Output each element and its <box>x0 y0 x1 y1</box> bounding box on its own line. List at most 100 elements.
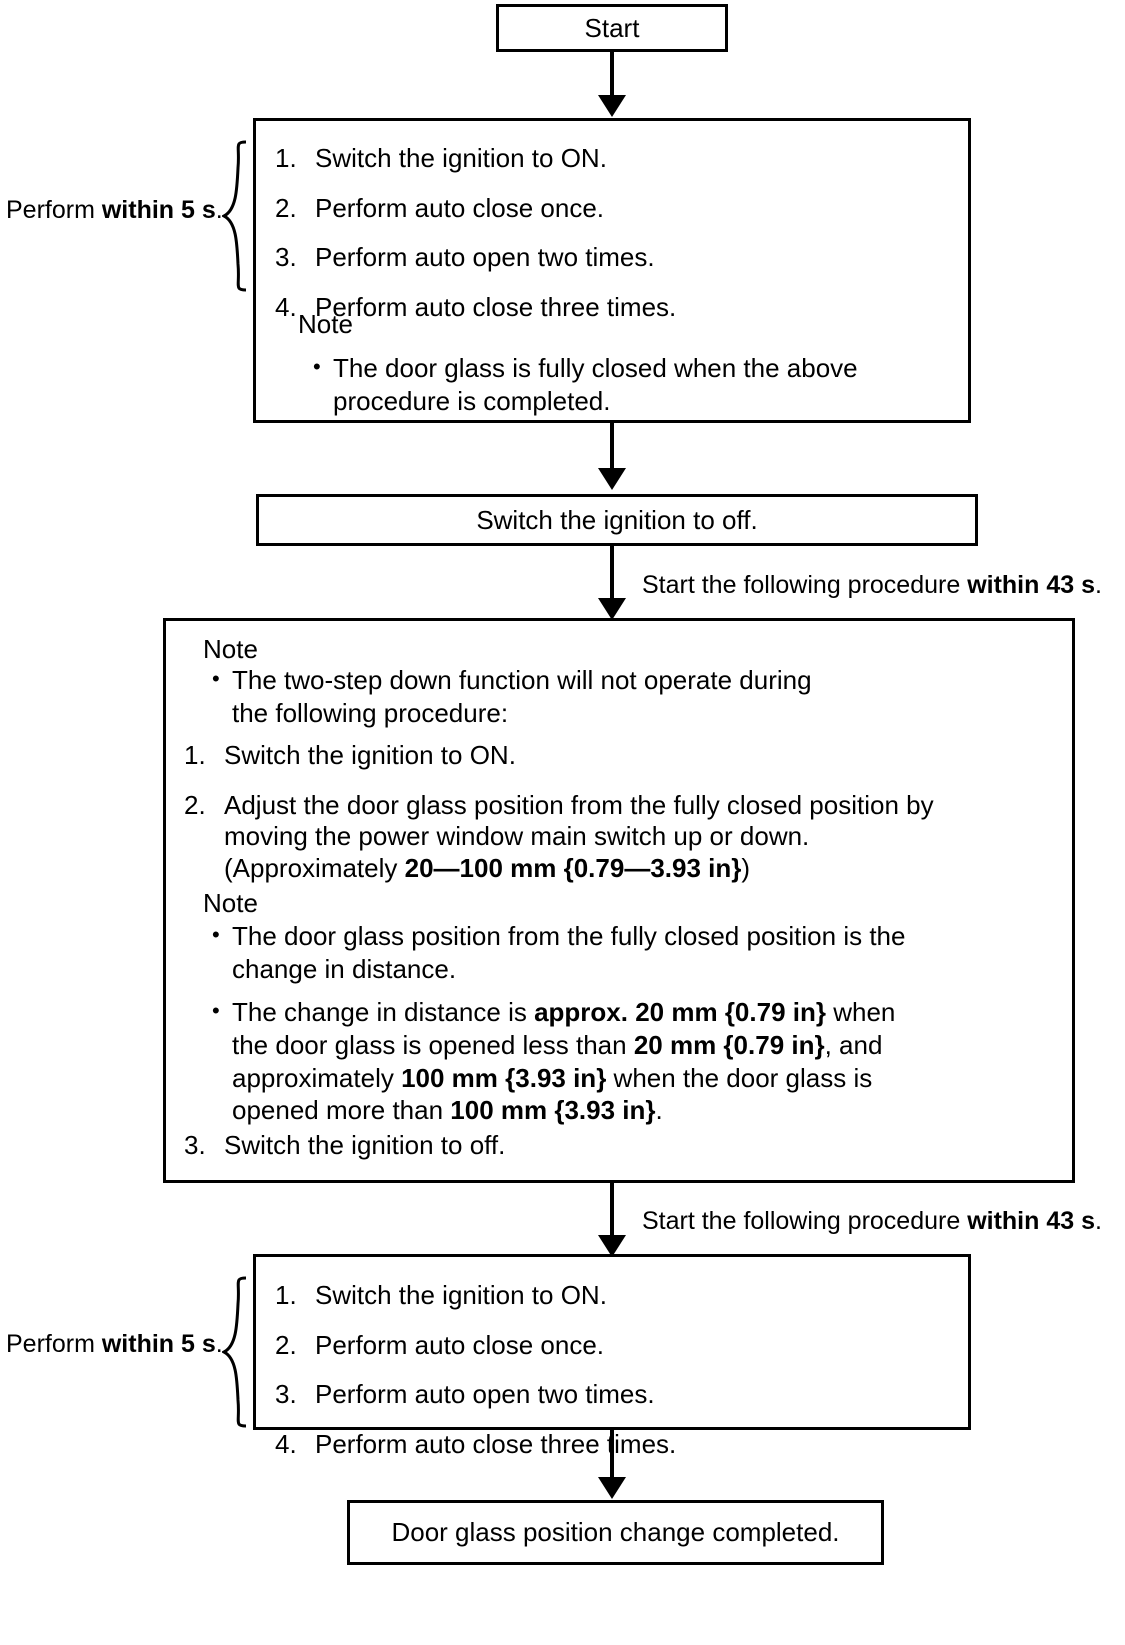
list-item-text-block: Adjust the door glass position from the … <box>224 790 984 885</box>
list-item: 2. Perform auto close once. <box>275 1330 945 1362</box>
step1-note-bullet-text: The door glass is fully closed when the … <box>333 353 858 416</box>
step1-list: 1. Switch the ignition to ON. 2. Perform… <box>275 143 945 342</box>
change-dist-p3: , and approximately <box>232 1029 883 1093</box>
end-box-label: Door glass position change completed. <box>391 1517 840 1547</box>
approx-prefix: (Approximately <box>224 853 405 884</box>
step3-note-heading-top: Note <box>203 634 258 664</box>
list-item: 3. Perform auto open two times. <box>275 1379 945 1411</box>
step2-box-label: Switch the ignition to off. <box>476 504 758 535</box>
list-item-number: 3. <box>184 1130 206 1160</box>
change-dist-p4: when the door glass is opened more than <box>232 1062 873 1126</box>
step1-side-label-prefix: Perform <box>6 196 102 224</box>
connector2-label-suffix: . <box>1095 1207 1102 1235</box>
bullet-dot-icon: • <box>212 998 220 1023</box>
connector2-label-bold: within 43 s <box>967 1207 1095 1235</box>
step3-note-bullet-a: • The door glass position from the fully… <box>212 920 932 986</box>
list-item: 4. Perform auto close three times. <box>275 1429 945 1461</box>
step3-box <box>163 618 1075 1183</box>
arrow-head-step3-to-step4 <box>598 1235 626 1257</box>
list-item-number: 1. <box>275 1280 297 1310</box>
list-item-text: Perform auto open two times. <box>315 242 655 273</box>
list-item-number: 3. <box>275 242 297 273</box>
connector1-label: Start the following procedure within 43 … <box>642 571 1102 600</box>
change-dist-p2: when the door glass is opened less than <box>232 997 896 1060</box>
start-box-label: Start <box>584 12 640 43</box>
change-dist-p5: . <box>655 1095 663 1126</box>
list-item-number: 2. <box>275 1329 297 1360</box>
connector-line-step1-to-step2 <box>610 423 614 475</box>
step3-list: 1. Switch the ignition to ON. 2. Adjust … <box>184 740 984 903</box>
list-item: 2. Adjust the door glass position from t… <box>184 790 984 885</box>
connector2-label: Start the following procedure within 43 … <box>642 1207 1102 1236</box>
step4-side-label: Perform within 5 s. <box>6 1330 223 1359</box>
step3-note-bullet-a-text: The door glass position from the fully c… <box>232 921 906 984</box>
bullet-dot-icon: • <box>212 666 220 691</box>
step4-list: 1. Switch the ignition to ON. 2. Perform… <box>275 1280 945 1479</box>
step1-note-heading: Note <box>298 309 353 339</box>
step3-note-bullet-top-text: The two-step down function will not oper… <box>232 665 812 728</box>
connector1-label-suffix: . <box>1095 571 1102 599</box>
list-item: 2. Perform auto close once. <box>275 193 945 225</box>
change-dist-b2: 20 mm {0.79 in} <box>633 1029 825 1060</box>
arrow-head-step4-to-end <box>598 1477 626 1499</box>
step1-brace <box>222 140 250 292</box>
change-dist-b3: 100 mm {3.93 in} <box>401 1062 607 1093</box>
approx-range-bold: 20—100 mm {0.79—3.93 in} <box>404 853 742 884</box>
bullet-dot-icon: • <box>212 922 220 947</box>
list-item-text: Perform auto close once. <box>315 1329 605 1360</box>
step1-box <box>253 118 971 423</box>
list-item-text: Switch the ignition to ON. <box>315 143 607 173</box>
connector-line-step2-to-step3 <box>610 546 614 608</box>
step3-note-bullet-b: • The change in distance is approx. 20 m… <box>212 996 928 1127</box>
change-dist-p1: The change in distance is <box>232 997 535 1027</box>
step2-box: Switch the ignition to off. <box>256 494 978 546</box>
list-item-text: Perform auto close once. <box>315 192 605 223</box>
step1-side-label-suffix: . <box>215 196 223 224</box>
step3-note-heading-mid: Note <box>203 888 258 918</box>
list-item-number: 4. <box>275 1429 297 1460</box>
end-box: Door glass position change completed. <box>347 1500 884 1565</box>
list-item-text-line1: Adjust the door glass position from the … <box>224 789 934 820</box>
list-item-number: 2. <box>275 192 297 223</box>
connector2-label-prefix: Start the following procedure <box>642 1207 968 1235</box>
connector-line-start-to-step1 <box>610 52 614 102</box>
step3-note-bullet-b-text: The change in distance is approx. 20 mm … <box>232 996 928 1127</box>
connector-line-step4-to-end <box>610 1430 614 1484</box>
connector-line-step3-to-step4 <box>610 1183 614 1245</box>
connector1-label-prefix: Start the following procedure <box>642 571 968 599</box>
start-box: Start <box>496 4 728 52</box>
list-item-number: 2. <box>184 789 206 820</box>
bullet-dot-icon: • <box>313 354 321 379</box>
list-item: 1. Switch the ignition to ON. <box>275 1280 945 1312</box>
list-item-text: Perform auto close three times. <box>315 1429 677 1460</box>
list-item: 3. Perform auto open two times. <box>275 242 945 274</box>
list-item-number: 1. <box>275 143 297 173</box>
change-dist-b1: approx. 20 mm {0.79 in} <box>534 997 826 1027</box>
list-item: 1. Switch the ignition to ON. <box>275 143 945 175</box>
step1-note-bullet: • The door glass is fully closed when th… <box>313 352 873 418</box>
step1-side-label-bold: within 5 s <box>101 196 216 224</box>
step3-note-bullet-top: • The two-step down function will not op… <box>212 664 852 730</box>
list-item-text: Perform auto close three times. <box>315 292 677 323</box>
change-dist-b4: 100 mm {3.93 in} <box>450 1095 656 1126</box>
list-item-text-line2: moving the power window main switch up o… <box>224 821 810 852</box>
step4-side-label-suffix: . <box>215 1330 223 1358</box>
list-item: 1. Switch the ignition to ON. <box>184 740 984 772</box>
step4-side-label-bold: within 5 s <box>101 1330 216 1358</box>
list-item-text: Switch the ignition to ON. <box>224 740 516 770</box>
list-item-text: Switch the ignition to off. <box>224 1130 506 1160</box>
connector1-label-bold: within 43 s <box>967 571 1095 599</box>
approx-suffix: ) <box>741 853 751 884</box>
step4-box <box>253 1254 971 1430</box>
list-item: 3. Switch the ignition to off. <box>184 1130 884 1161</box>
arrow-head-step2-to-step3 <box>598 598 626 620</box>
list-item: 4. Perform auto close three times. <box>275 292 945 324</box>
list-item-number: 4. <box>275 292 297 323</box>
arrow-head-step1-to-step2 <box>598 468 626 490</box>
step4-brace <box>222 1276 250 1428</box>
list-item-number: 3. <box>275 1379 297 1410</box>
list-item-text: Switch the ignition to ON. <box>315 1280 607 1310</box>
list-item-text-line3: (Approximately 20—100 mm {0.79—3.93 in}) <box>224 853 750 883</box>
list-item-number: 1. <box>184 740 206 770</box>
